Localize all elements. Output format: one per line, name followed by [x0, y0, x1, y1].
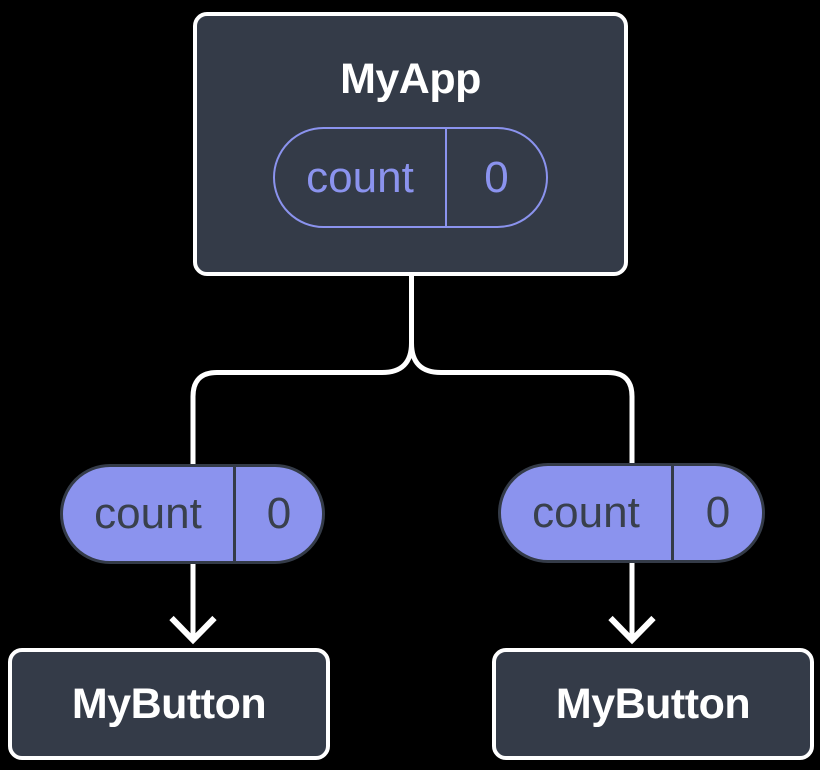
- prop-pill-name: count: [501, 466, 674, 560]
- node-mybutton-title: MyButton: [555, 679, 751, 728]
- state-pill-value: 0: [484, 152, 509, 202]
- node-myapp: MyApp count 0: [193, 12, 628, 276]
- state-pill-name: count: [275, 129, 447, 226]
- branch-right-line: [409, 342, 635, 636]
- node-mybutton-right: MyButton: [492, 648, 814, 760]
- prop-pill-right: count 0: [498, 463, 765, 563]
- prop-pill-name: count: [63, 467, 236, 561]
- branch-left-line: [190, 273, 414, 636]
- state-pill: count 0: [273, 127, 548, 228]
- node-mybutton-title: MyButton: [71, 679, 267, 728]
- prop-pill-value: 0: [705, 488, 731, 537]
- arrowhead-left-icon: [169, 615, 217, 645]
- arrowhead-right-icon: [608, 615, 656, 645]
- prop-pill-value: 0: [266, 489, 292, 538]
- node-myapp-title: MyApp: [340, 55, 481, 103]
- node-mybutton-left: MyButton: [8, 648, 330, 760]
- prop-pill-left: count 0: [60, 464, 325, 564]
